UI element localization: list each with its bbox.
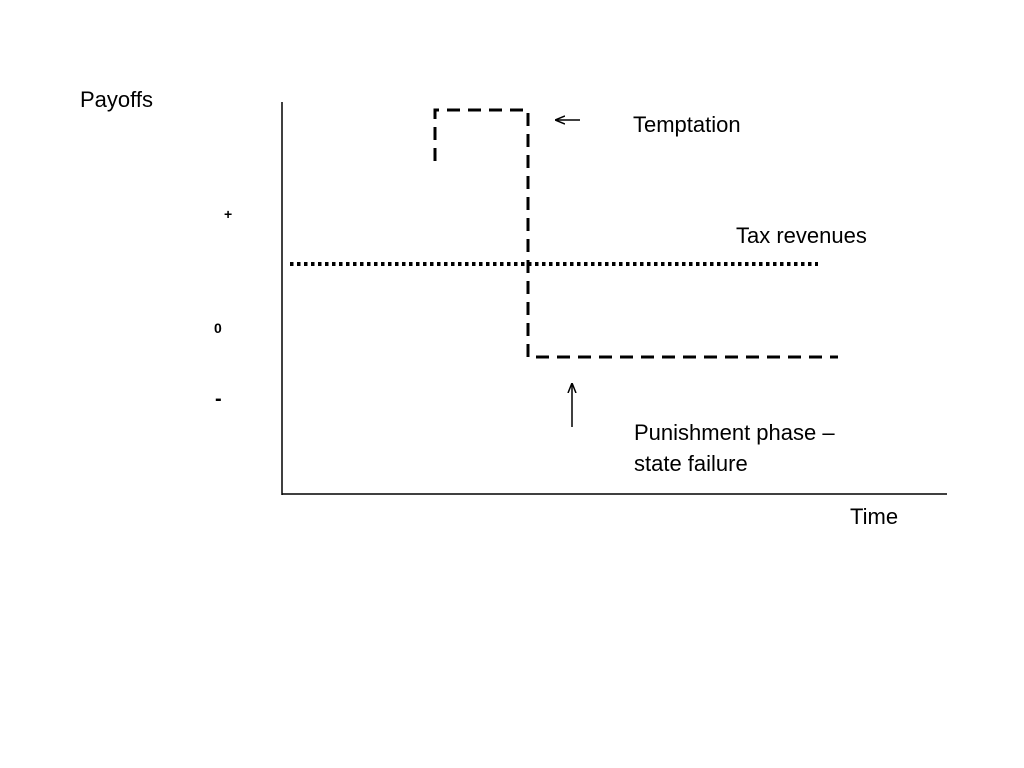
y-axis-label: Payoffs (80, 87, 153, 112)
punishment-label-line1: Punishment phase – (634, 420, 835, 445)
x-axis-label: Time (850, 504, 899, 529)
punishment-label-line2: state failure (634, 451, 748, 476)
tax-revenues-label: Tax revenues (736, 223, 867, 248)
tick-zero: 0 (214, 320, 222, 336)
tick-minus: - (215, 388, 222, 410)
tick-plus: + (224, 206, 233, 222)
deviation-path (433, 108, 838, 359)
temptation-label: Temptation (633, 112, 741, 137)
